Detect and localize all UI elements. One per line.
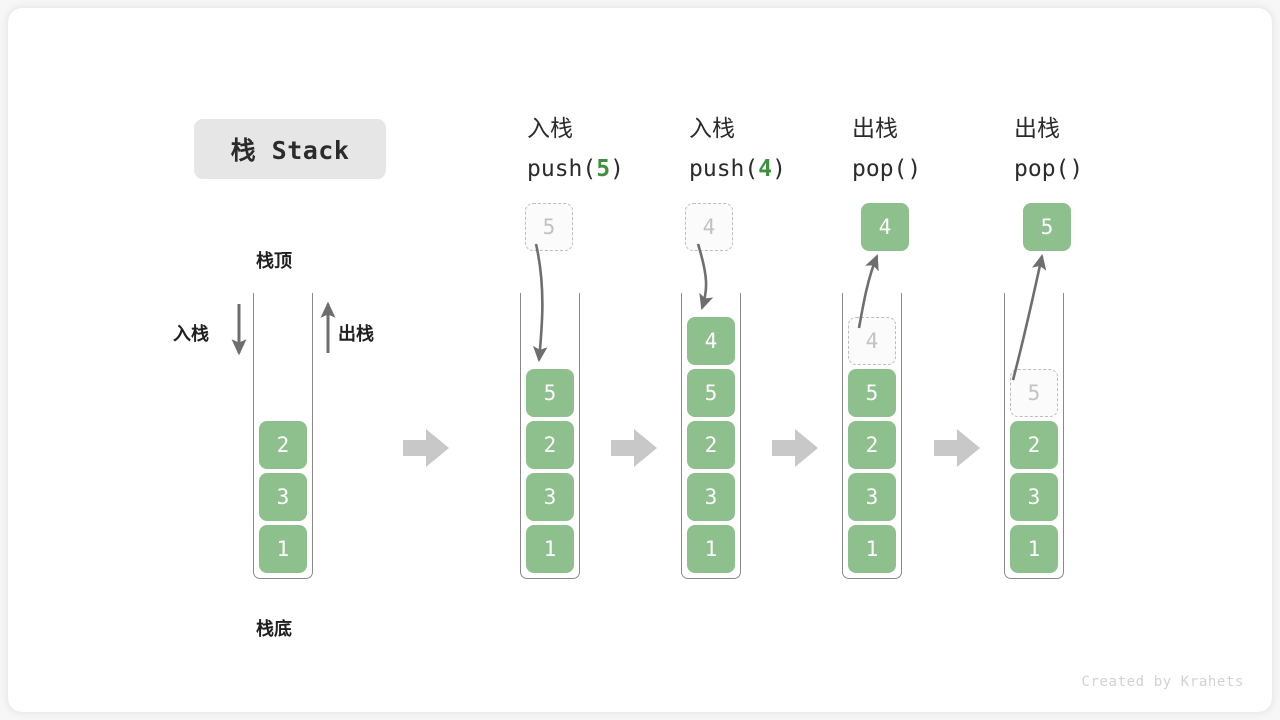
column-header-pop4-code: pop() bbox=[852, 149, 921, 189]
stack-cell: 5 bbox=[848, 369, 896, 417]
push5-arg: 5 bbox=[596, 156, 611, 182]
stack-after-push5: 1 3 2 5 bbox=[520, 293, 580, 579]
push5-prefix: push( bbox=[527, 156, 597, 182]
popped-box-4-value: 4 bbox=[878, 215, 892, 239]
column-header-pop4-cn: 出栈 bbox=[852, 116, 898, 142]
stack-cell: 1 bbox=[848, 525, 896, 573]
diagram-card: 栈 Stack 入栈 push(5) 入栈 push(4) 出栈 pop() 出… bbox=[8, 8, 1272, 712]
stack-cell: 1 bbox=[687, 525, 735, 573]
pop5-suffix: ) bbox=[1069, 156, 1084, 182]
stack-cell: 4 bbox=[687, 317, 735, 365]
stack-cell: 2 bbox=[259, 421, 307, 469]
stack-tube bbox=[681, 293, 741, 579]
watermark: Created by Krahets bbox=[1081, 674, 1244, 690]
stack-push4-cells: 1 3 2 5 4 bbox=[684, 315, 738, 575]
pending-push-box-5: 5 bbox=[525, 203, 573, 251]
stack-cell: 1 bbox=[1010, 525, 1058, 573]
popped-box-5-value: 5 bbox=[1040, 215, 1054, 239]
stack-push5-cells: 1 3 2 5 bbox=[523, 367, 577, 575]
stack-cell: 3 bbox=[259, 473, 307, 521]
stack-cell: 3 bbox=[526, 473, 574, 521]
flow-arrow bbox=[403, 429, 449, 467]
pending-push-box-4-value: 4 bbox=[702, 215, 716, 239]
push4-suffix: ) bbox=[772, 156, 786, 182]
flow-arrow bbox=[772, 429, 818, 467]
column-header-push5-code: push(5) bbox=[527, 149, 624, 189]
stack-cell: 1 bbox=[259, 525, 307, 573]
flow-arrow bbox=[611, 429, 657, 467]
column-header-push4-cn: 入栈 bbox=[689, 116, 735, 142]
push4-prefix: push( bbox=[689, 156, 759, 182]
stack-tube bbox=[1004, 293, 1064, 579]
pop4-prefix: pop( bbox=[852, 156, 908, 182]
stack-cell: 2 bbox=[848, 421, 896, 469]
stack-cell: 2 bbox=[1010, 421, 1058, 469]
stack-cell: 5 bbox=[687, 369, 735, 417]
column-header-push5-cn: 入栈 bbox=[527, 116, 573, 142]
column-header-pop5: 出栈 pop() bbox=[1014, 109, 1083, 189]
stack-cell: 1 bbox=[526, 525, 574, 573]
column-header-push4-code: push(4) bbox=[689, 149, 786, 189]
column-header-pop5-code: pop() bbox=[1014, 149, 1083, 189]
stack-after-pop4: 1 3 2 5 4 bbox=[842, 293, 902, 579]
label-stack-bottom: 栈底 bbox=[256, 619, 292, 640]
label-stack-top: 栈顶 bbox=[256, 251, 292, 272]
stack-pop5-cells: 1 3 2 5 bbox=[1007, 367, 1061, 575]
column-header-push4: 入栈 push(4) bbox=[689, 109, 786, 189]
popped-box-4: 4 bbox=[861, 203, 909, 251]
pop5-prefix: pop( bbox=[1014, 156, 1070, 182]
stack-after-push4: 1 3 2 5 4 bbox=[681, 293, 741, 579]
stack-tube bbox=[520, 293, 580, 579]
stack-cell: 2 bbox=[526, 421, 574, 469]
column-header-pop5-cn: 出栈 bbox=[1014, 116, 1060, 142]
stack-initial: 1 3 2 bbox=[253, 293, 313, 579]
popped-box-5: 5 bbox=[1023, 203, 1071, 251]
label-pop-direction: 出栈 bbox=[338, 324, 374, 345]
stack-cell: 5 bbox=[526, 369, 574, 417]
push4-arg: 4 bbox=[758, 156, 773, 182]
column-header-pop4: 出栈 pop() bbox=[852, 109, 921, 189]
stack-tube bbox=[253, 293, 313, 579]
label-push-direction: 入栈 bbox=[173, 324, 209, 345]
flow-arrow bbox=[934, 429, 980, 467]
stack-initial-cells: 1 3 2 bbox=[256, 419, 310, 575]
stack-tube bbox=[842, 293, 902, 579]
pending-push-box-5-value: 5 bbox=[542, 215, 556, 239]
push5-suffix: ) bbox=[610, 156, 624, 182]
page-title: 栈 Stack bbox=[194, 119, 386, 179]
stack-pop4-cells: 1 3 2 5 4 bbox=[845, 315, 899, 575]
stack-cell: 3 bbox=[848, 473, 896, 521]
stack-cell: 2 bbox=[687, 421, 735, 469]
stack-cell: 3 bbox=[687, 473, 735, 521]
stack-cell-ghost: 4 bbox=[848, 317, 896, 365]
column-header-push5: 入栈 push(5) bbox=[527, 109, 624, 189]
pending-push-box-4: 4 bbox=[685, 203, 733, 251]
stack-after-pop5: 1 3 2 5 bbox=[1004, 293, 1064, 579]
stack-cell: 3 bbox=[1010, 473, 1058, 521]
stack-cell-ghost: 5 bbox=[1010, 369, 1058, 417]
page-title-text: 栈 Stack bbox=[230, 136, 350, 165]
pop4-suffix: ) bbox=[907, 156, 922, 182]
